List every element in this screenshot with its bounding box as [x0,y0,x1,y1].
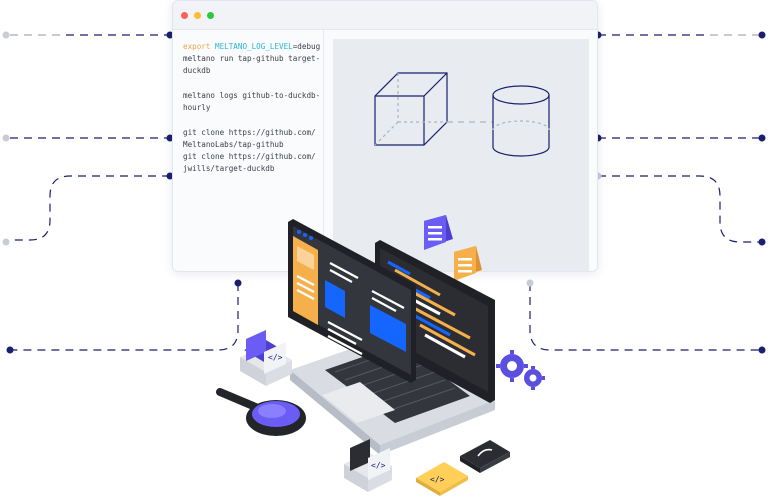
code-box-icon: </> [344,439,392,492]
code-tile-icon: </> [416,462,468,496]
window-titlebar [173,1,597,30]
monitor-front-icon [288,219,416,383]
connector-dot [758,31,766,39]
connector-dot [6,346,14,354]
magnifier-icon [216,388,306,436]
connector-dot [758,238,766,246]
code-line: git clone https://github.com/ [183,128,316,137]
code-tag-label: </> [371,461,386,470]
code-line: duckdb [183,66,211,75]
code-line: hourly [183,103,211,112]
dark-tile-icon [460,440,510,473]
connector-dot [166,134,174,142]
document-card-icon [424,215,453,250]
code-tag-label: </> [268,353,283,362]
code-line: export MELTANO_LOG_LEVEL=debug [183,42,321,51]
database-icon [492,85,550,157]
gear-icon [496,350,545,390]
connector-dot [166,172,174,180]
preview-panel [333,39,589,271]
close-dot-icon [181,12,188,19]
connector-dot [234,279,242,287]
document-card-icon [454,246,482,281]
code-block: export MELTANO_LOG_LEVEL=debug meltano r… [183,41,323,175]
maximize-dot-icon [207,12,214,19]
code-line: jwills/target-duckdb [183,164,275,173]
connector-dot [166,31,174,39]
code-window: export MELTANO_LOG_LEVEL=debug meltano r… [172,0,598,272]
code-line: MeltanoLabs/tap-github [183,140,284,149]
connector-dot [758,134,766,142]
code-box-icon: </> [240,330,292,386]
code-line: meltano run tap-github target- [183,54,321,63]
code-line: meltano logs github-to-duckdb- [183,91,321,100]
laptop-icon [290,330,495,455]
minimize-dot-icon [194,12,201,19]
code-tag-label: </> [430,475,445,484]
cube-icon [374,72,448,146]
connector-dot [758,346,766,354]
code-line: git clone https://github.com/ [183,152,316,161]
